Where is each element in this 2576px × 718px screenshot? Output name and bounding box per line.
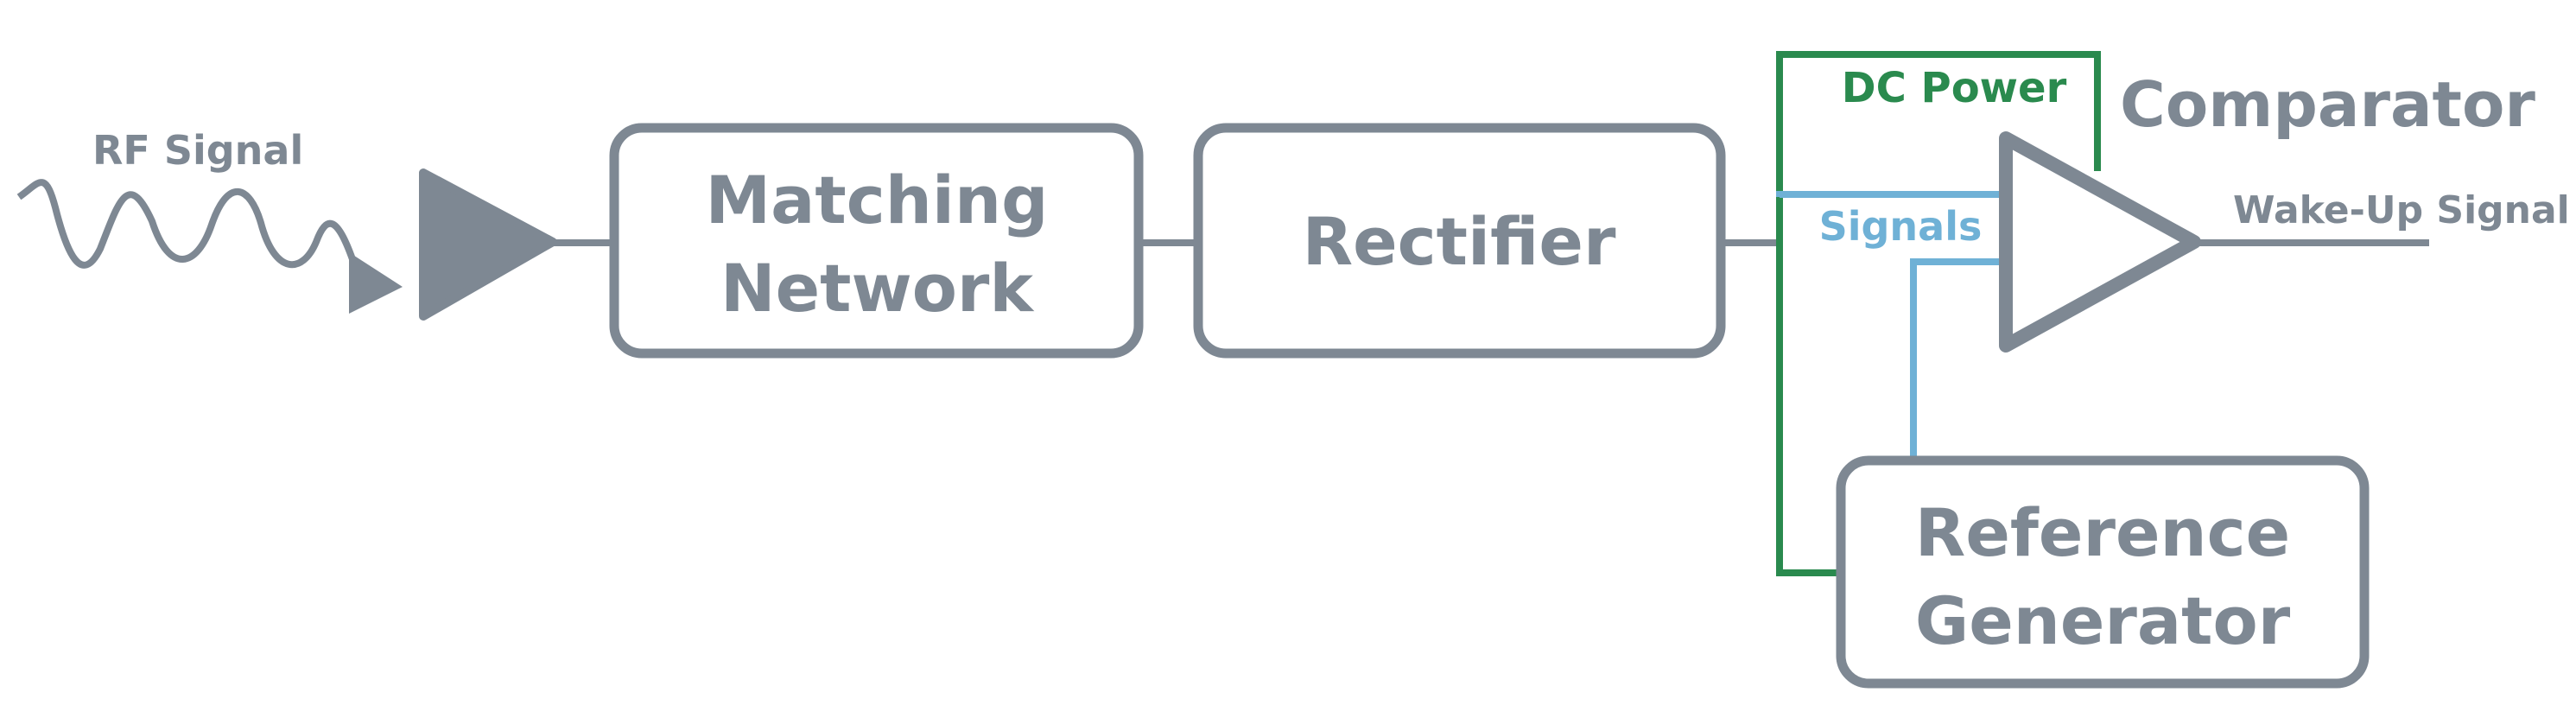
rectifier-label: Rectifier [1303,203,1616,280]
reference-generator-block [1836,455,2370,689]
signals-label: Signals [1819,203,1983,250]
dc-power-path [1776,51,2101,576]
reference-generator-label-line1: Reference [1915,494,2290,571]
rf-waveform-icon [16,179,356,269]
matching-network-label-line1: Matching [706,162,1049,238]
rectifier-block [1193,123,1726,359]
rf-signal-label: RF Signal [92,127,303,174]
signal-path-rectifier-to-comparator [1776,191,2002,198]
reference-generator-label-line2: Generator [1915,582,2291,659]
comparator-label: Comparator [2120,68,2535,141]
wake-up-signal-label: Wake-Up Signal [2233,188,2570,232]
comparator-triangle-icon [1999,131,2201,353]
rf-arrow-head-icon [349,252,403,314]
dc-power-label: DC Power [1842,64,2067,112]
matching-network-label-line2: Network [720,250,1034,327]
signal-path-reference-to-comparator [1910,258,2002,456]
antenna-triangle-icon [419,168,557,321]
matching-network-block [609,123,1144,359]
